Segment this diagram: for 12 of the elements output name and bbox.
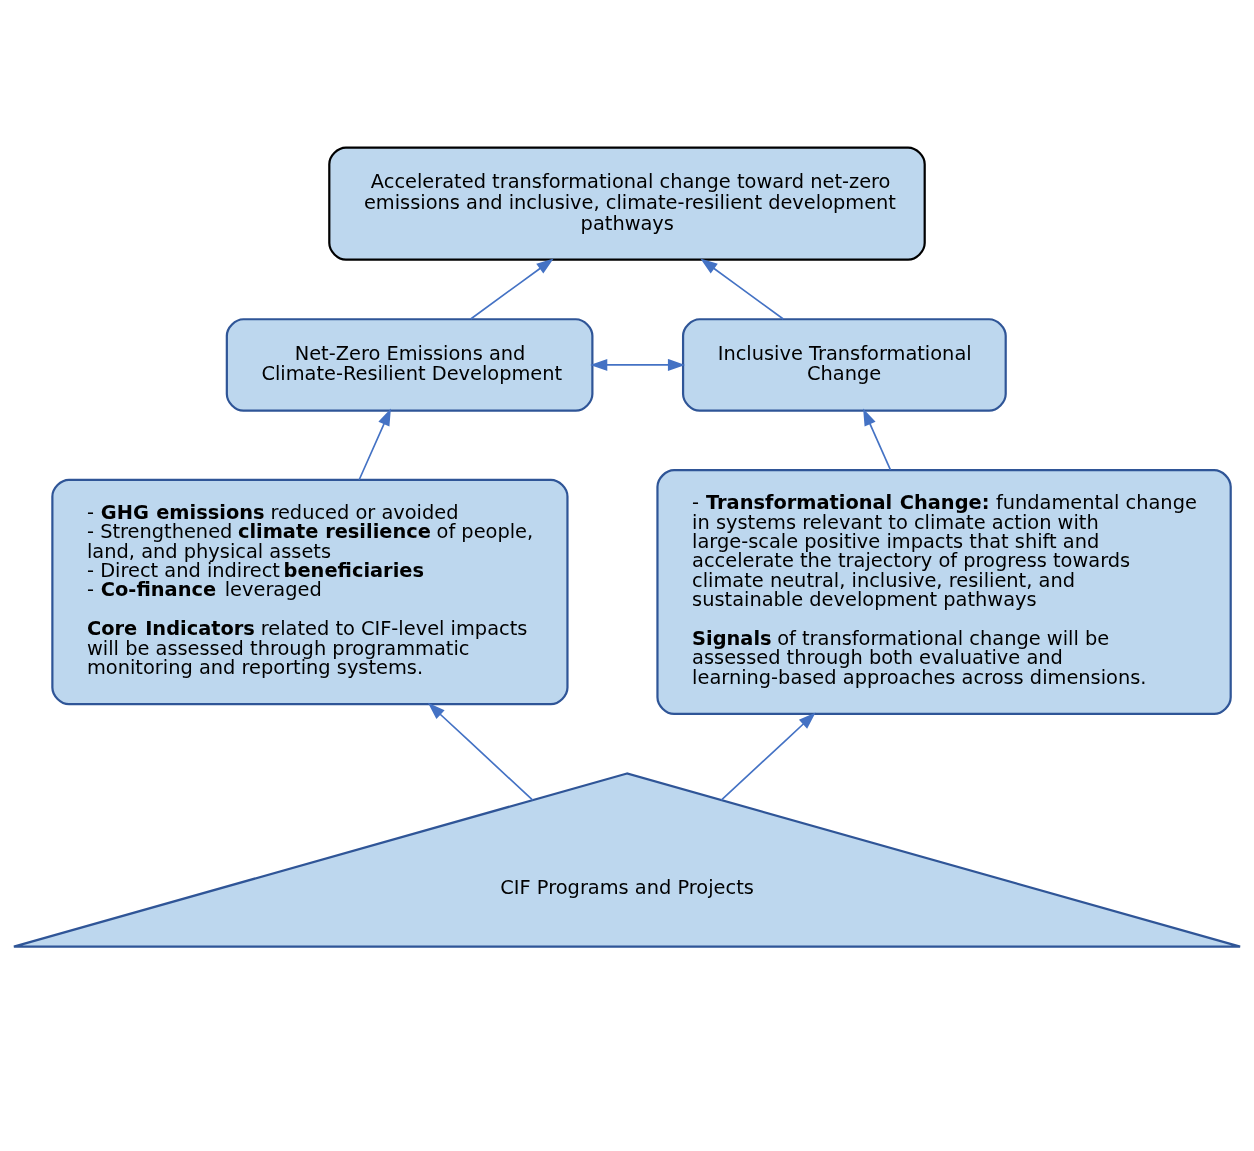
arrow xyxy=(720,712,816,801)
arrow xyxy=(700,258,785,320)
arrow xyxy=(590,358,686,371)
arrow xyxy=(863,407,892,471)
arrow xyxy=(358,407,391,481)
node-box: Net-Zero Emissions and Climate-Resilient Development xyxy=(225,317,594,412)
node-box: - GHG emissions reduced or avoided - Strengthened climate resilience of people, land, and physical assets - Direct and indirect beneficiaries - Co-finance leveraged Core Indicators related to CIF-level impacts will be assessed through programmatic monitoring and reporting systems. xyxy=(51,478,569,705)
node-box: Inclusive Transformational Change xyxy=(681,317,1007,412)
node-box: - Transformational Change: fundamental change in systems relevant to climate action with large-scale positive impacts that shift and accelerate the trajectory of progress towards climate neutral, inclusive, resilient, and sustainable development pathways Signals of transformational change will be assessed through both evaluative and learning-based approaches across dimensions. xyxy=(656,468,1232,715)
arrow xyxy=(427,702,534,801)
node-box: Accelerated transformational change toward net-zero emissions and inclusive, climate-resilient development pathways xyxy=(328,145,926,261)
arrow xyxy=(469,258,554,320)
